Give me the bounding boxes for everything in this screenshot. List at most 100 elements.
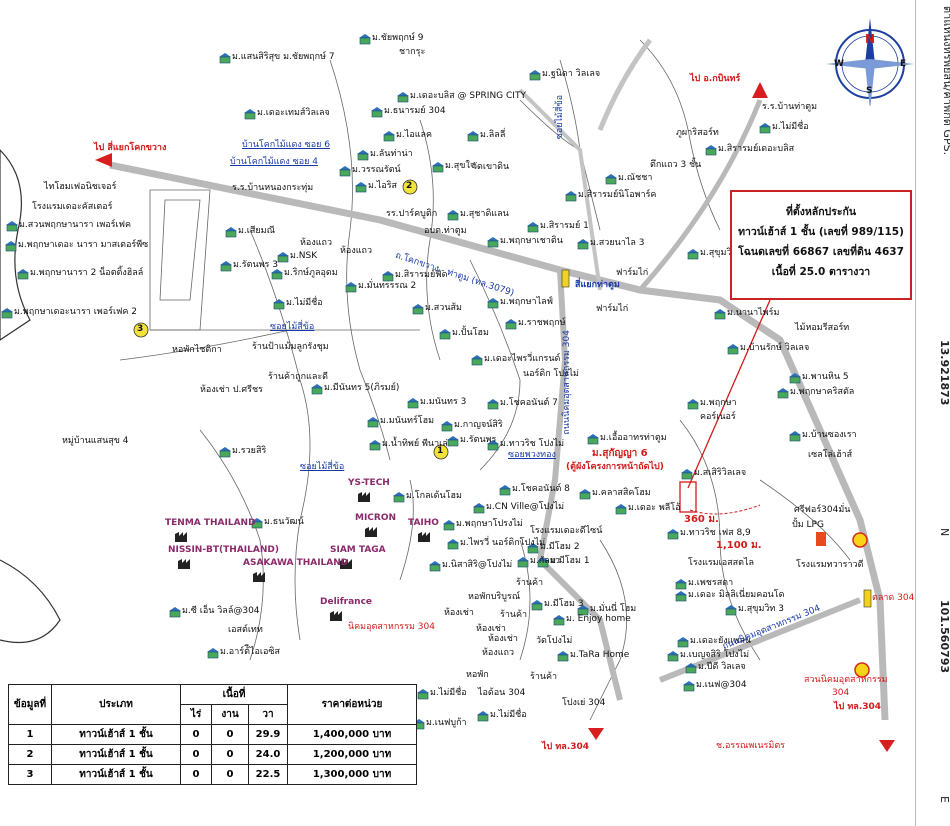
house-icon (681, 469, 693, 480)
labels-label: ม.ริกษ์ภูลอุดม (284, 268, 338, 278)
labels-label: ห้องเช่า (476, 624, 506, 634)
road-label-soi-mai: ซอยไม้สี่ข้อ (555, 95, 565, 140)
labels-label: ม.มั่นนี่ โฮม (590, 604, 637, 614)
house-icon (553, 615, 565, 626)
cell-ngan: 0 (211, 764, 249, 785)
house-icon (789, 373, 801, 384)
labels-label: ม.ไม่มีชื่อ (286, 298, 323, 308)
labels-label: ห้องแถว (482, 648, 515, 658)
labels-label: ไทโฮมเฟอนิชเจอร์ (44, 182, 117, 192)
compass-e: E (900, 59, 907, 69)
labels-label: ม.รัตนพร (460, 435, 497, 445)
road-label-intersection: สี่แยกท่าตูม (575, 280, 620, 290)
labels-label: ม.TaRa Home (570, 650, 630, 660)
labels-label: ม.สิรารมย์ฟีด (395, 270, 448, 280)
labels-label: ม.เดอะบลิส @ SPRING CITY (410, 91, 526, 101)
labels-label: ร.ร.บ้านหนองกระทุ่ม (232, 183, 314, 193)
labels-label: ม.สิรารมย์ 1 (540, 221, 589, 231)
labels-label: ม.เนฟบูก้า (426, 718, 467, 728)
labels-label: ม.เดอะไพรวี่แกรนด์ (484, 354, 561, 364)
direction-arrows (95, 82, 895, 752)
labels-label: ม.ทาวริช เฟส 8,9 (680, 528, 751, 538)
labels-label: ม.ปั้นโฮม (452, 328, 489, 338)
labels-label: ม.ไม่มีชื่อ (772, 122, 809, 132)
house-icon (447, 539, 459, 550)
labels-label: ม.ไอแลค (396, 130, 433, 140)
labels-label: ห้องเช่า (444, 608, 474, 618)
house-icon (207, 648, 219, 659)
site-pointer-line (687, 299, 771, 489)
road-nikom-304 (537, 269, 569, 561)
house-icon (311, 384, 323, 395)
cell-no: 1 (8, 724, 52, 745)
nikom_labels-label: นิคมอุตสาหกรรม 304 (348, 622, 435, 632)
labels-label: ม.รวยสิริ (232, 446, 267, 456)
labels-label: ม.เดอะ พลีโอ้ (628, 503, 681, 513)
house-icon (273, 299, 285, 310)
gps-title: ตำแหน่งทรัพย์สิน/ค่าพิกัด GPS. (941, 6, 950, 156)
plum_labels-label: MICRON (355, 513, 397, 523)
river-bottom-left (0, 559, 61, 644)
direction-label-0: ไป สี่แยกโคกขวาง (94, 143, 167, 153)
house-icon (339, 166, 351, 177)
labels-label: ม.ปีดี วิลเลจ (698, 662, 746, 672)
labels-label: ม.สุชาดิแลน (460, 209, 509, 219)
labels-label: เซลโล่เฮ้าส์ (808, 450, 853, 460)
table-row: 2 ทาวน์เฮ้าส์ 1 ชั้น 0 0 24.0 1,200,000 … (8, 744, 417, 765)
factory-icon (178, 559, 190, 569)
house-icon (499, 485, 511, 496)
road-label-nikom-304: ถนนนิคมอุตสาหกรรม 304 (562, 330, 572, 435)
callout-line1: ที่ตั้งหลักประกัน (785, 206, 857, 218)
labels-label: ม.สิรารมย์เดอะบลิส (718, 144, 795, 154)
labels-label: ม.มีโฮม 3 (544, 599, 584, 609)
cell-no: 3 (8, 764, 52, 785)
labels-label: ม.บ้านรักษ์ วิลเลจ (740, 343, 810, 353)
labels-label: ม.แสนสิริสุข ม.ชัยพฤกษ์ 7 (232, 52, 335, 62)
labels-label: ม.ธนวัฒน์ (264, 517, 304, 527)
th-wa: วา (248, 704, 288, 725)
labels-label: ม.มีโฮม 2 (540, 542, 580, 552)
house-icon (705, 145, 717, 156)
labels-label: ม.พฤกษาคริสตัล (790, 387, 855, 397)
th-price: ราคาต่อหน่วย (287, 684, 417, 725)
labels-label: โรงแรมทวาราวดี (796, 560, 864, 570)
labels-label: ม.สเสิริวิลเลจ (694, 468, 747, 478)
labels-label: รร.ปาร์คบูติก (386, 209, 438, 219)
labels-label: หอพักไชติกา (172, 345, 222, 355)
compass-s: S (866, 86, 873, 96)
labels-label: ม.อาร์ต้ีไอเอซิส (220, 647, 280, 657)
labels-label: ม.เสียมณี (238, 226, 275, 236)
house-icon (605, 174, 617, 185)
factory-icons (175, 492, 430, 621)
house-icon (17, 269, 29, 280)
labels-label: ม.ราชพฤกษ์ (518, 318, 566, 328)
house-icon (355, 182, 367, 193)
labels-label: อบต.ท่าตูม (424, 226, 467, 236)
factory-icon (253, 572, 265, 582)
main-highway (109, 161, 889, 721)
gps-strip (915, 0, 950, 826)
labels-label: หอพัก (466, 670, 489, 680)
house-icon (527, 222, 539, 233)
collateral-callout: ที่ตั้งหลักประกัน ทาวน์เฮ้าส์ 1 ชั้น (เล… (730, 190, 912, 300)
labels-label: ม.ไม่มีชื่อ (430, 688, 467, 698)
house-icon (225, 227, 237, 238)
factory-icon (358, 492, 370, 502)
house-icon (271, 269, 283, 280)
road-label-soi4: บ้านโคกไม้แดง ซอย 4 (230, 157, 318, 167)
labels-label: ร้านป้าแม้มลูกรังชุม (252, 342, 329, 352)
table-row: 1 ทาวน์เฮ้าส์ 1 ชั้น 0 0 29.9 1,400,000 … (8, 724, 417, 745)
house-icon (687, 249, 699, 260)
house-icon (219, 53, 231, 64)
gps-n: N (938, 528, 950, 537)
site-boundary (679, 481, 697, 513)
house-icon (397, 92, 409, 103)
house-icon (369, 440, 381, 451)
labels-label: ม.NSK (290, 251, 318, 261)
compass-n: N (865, 32, 876, 46)
labels-label: ม.พฤกษาเดอะ นารา มาสเตอร์พีซ (18, 240, 149, 250)
labels-label: ม.พฤกษา (700, 398, 737, 408)
labels-label: ม.เอื้ออาทรท่าตูม (600, 433, 667, 443)
labels-label: ร้านค้า (516, 578, 544, 588)
